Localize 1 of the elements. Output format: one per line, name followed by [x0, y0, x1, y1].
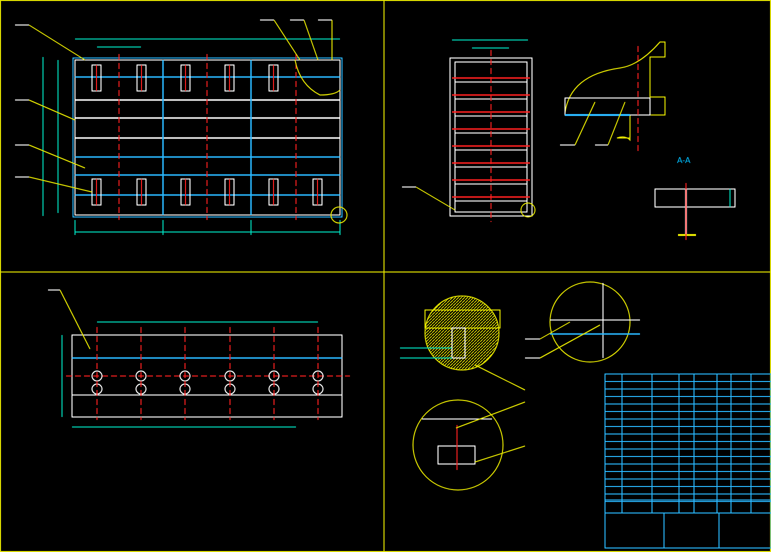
section-label: A-A: [677, 156, 690, 165]
